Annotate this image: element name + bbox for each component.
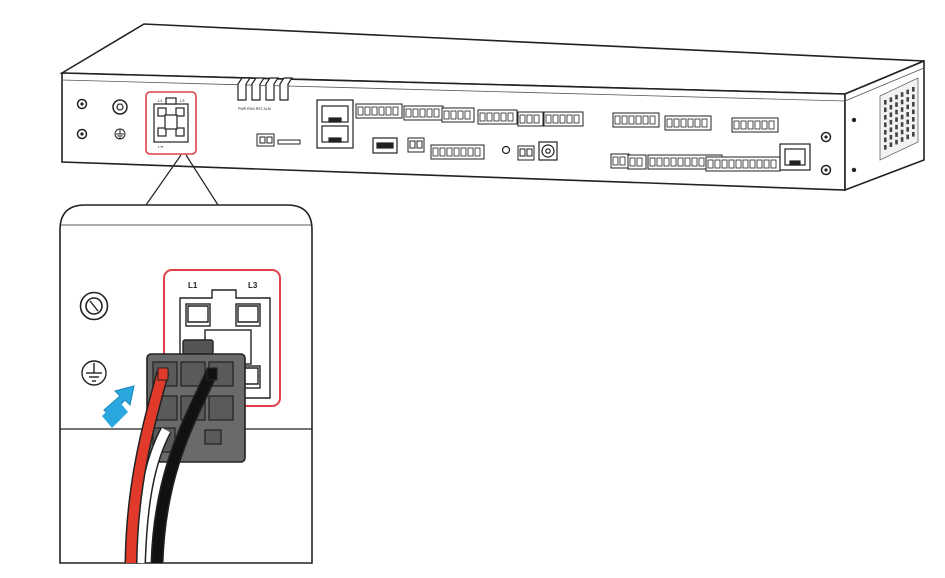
- usb-port-icon: [372, 137, 398, 154]
- terminal-block: [430, 144, 485, 160]
- terminal-block: [612, 112, 660, 128]
- upright-pin-connectors: [237, 77, 294, 101]
- svg-text:▪ ▪▪: ▪ ▪▪: [158, 144, 164, 149]
- power-wires: [124, 367, 218, 564]
- side-vent-grille: [879, 77, 919, 161]
- terminal-block: [477, 109, 518, 125]
- port-label-l1: L1: [188, 281, 198, 290]
- power-connector-small: [153, 97, 189, 143]
- terminal-block: [664, 115, 712, 131]
- callout-leader: [145, 154, 219, 206]
- ground-symbol-icon: [114, 128, 126, 140]
- zoom-callout: L1 L3: [59, 204, 313, 564]
- terminal-block: [610, 153, 630, 169]
- terminal-block: [705, 156, 781, 172]
- terminal-block: [627, 154, 647, 170]
- power-connector-highlight: [145, 91, 197, 155]
- terminal-block: [355, 103, 403, 119]
- port-label-l3: L3: [248, 281, 258, 290]
- svg-text:L3: L3: [180, 98, 185, 103]
- ethernet-port-icon: [779, 143, 811, 171]
- dial-knob: [538, 141, 558, 161]
- ground-symbol-icon: [81, 360, 107, 386]
- svg-text:L1: L1: [158, 98, 163, 103]
- svg-text:PWR RUN RST ALM: PWR RUN RST ALM: [238, 107, 271, 111]
- terminal-block: [403, 105, 444, 121]
- ethernet-port-icon: [316, 99, 354, 149]
- terminal-blocks: [355, 103, 781, 172]
- terminal-block: [441, 107, 475, 123]
- terminal-block: [543, 111, 584, 127]
- terminal-block: [517, 111, 544, 127]
- screw-icon: [79, 291, 109, 321]
- device-unit: L1 L3 ▪ ▪▪ PWR RUN RST ALM: [59, 23, 925, 192]
- terminal-block: [731, 117, 779, 133]
